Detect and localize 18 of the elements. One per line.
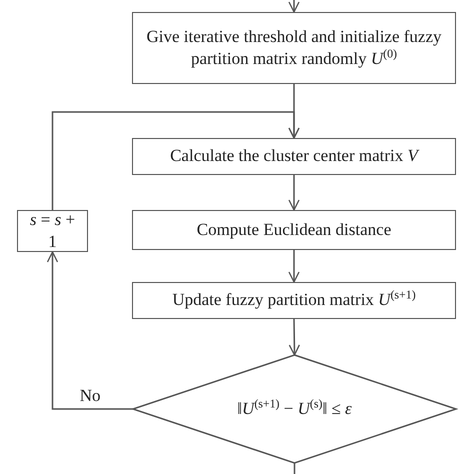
arrow bbox=[52, 111, 300, 210]
step-text: Give iterative threshold and initialize fuzzy partition matrix randomly U$^{(0)}$ bbox=[145, 26, 443, 70]
arrow bbox=[288, 175, 300, 211]
arrow bbox=[288, 250, 300, 283]
process-box bbox=[132, 12, 456, 84]
arrow bbox=[288, 318, 300, 356]
counter-box bbox=[17, 210, 88, 252]
process-box bbox=[132, 210, 456, 250]
condition-text: ‖U$^{(s+1)}$ − U$^{(s)}$‖ ≤ ε bbox=[237, 398, 352, 420]
process-box bbox=[132, 282, 456, 319]
step-text: Compute Euclidean distance bbox=[196, 218, 392, 241]
decision-diamond bbox=[130, 354, 458, 464]
arrow bbox=[46, 251, 133, 410]
process-box bbox=[132, 138, 456, 175]
step-text: s = s + 1 bbox=[28, 208, 76, 253]
arrow bbox=[288, 0, 300, 13]
step-text: Calculate the cluster center matrix V bbox=[170, 145, 418, 168]
step-text: Update fuzzy partition matrix U$^{(s+1)}$ bbox=[172, 289, 416, 312]
